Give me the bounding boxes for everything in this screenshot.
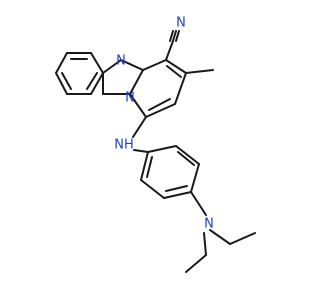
atom-labels: N N N NH N [114, 16, 214, 232]
bond-aryl-6 [140, 151, 149, 181]
bond-aryl-5 [140, 179, 165, 199]
bond-benzo-4 [90, 72, 104, 95]
bond-methyl [185, 69, 214, 74]
bond-ethyl-1a [209, 229, 231, 245]
bond-pyrid-1 [142, 59, 167, 71]
bond-cyano-triple-3 [169, 30, 174, 42]
bond-anilino-n [132, 116, 147, 138]
bond-aryl-3 [190, 163, 200, 193]
bond-aryl-inner-2 [165, 185, 188, 192]
bond-aryl-2 [175, 145, 200, 165]
molecule-diagram: N N N NH N [55, 16, 256, 273]
bond-cyano-carbon [165, 40, 174, 61]
nitrile-n-label: N [176, 16, 186, 31]
bond-benzo-1 [55, 52, 68, 74]
ring-n-label: N [116, 54, 126, 69]
bond-aryl-1 [147, 145, 177, 153]
bond-pyrid-inner-2 [148, 98, 171, 111]
bond-ethyl-2a [203, 232, 207, 256]
bond-benzo-3 [90, 52, 104, 74]
bond-aryl-4 [163, 191, 192, 199]
bond-cyano-triple-1 [172, 30, 177, 42]
bond-imid-3 [129, 69, 144, 95]
bond-benzo-inner-2 [86, 72, 98, 90]
bond-pyrid-2 [165, 59, 187, 74]
bond-benzo-6 [55, 72, 68, 95]
bond-pyrid-inner-1 [166, 65, 182, 78]
bond-aryl-to-n [190, 191, 207, 216]
bond-aryl-inner-1 [177, 151, 195, 166]
bond-pyrid-4 [145, 103, 176, 118]
bridge-n-label: N [125, 91, 135, 106]
bond-ethyl-2b [185, 254, 207, 273]
bond-pyrid-3 [174, 72, 187, 105]
bond-aryl-inner-3 [146, 156, 153, 178]
amine-nh-label: NH [114, 138, 134, 153]
bond-cyano-triple-2 [175, 30, 180, 42]
bond-pyrid-5 [129, 93, 147, 118]
bond-benzo-inner-3 [61, 72, 72, 90]
bond-nh-to-aryl [133, 149, 149, 153]
bond-ethyl-1b [229, 232, 256, 245]
bond-imid-2 [120, 59, 144, 71]
bond-skeleton [55, 30, 256, 273]
bond-imid-1 [102, 59, 122, 74]
diethylamino-n-label: N [204, 217, 214, 232]
